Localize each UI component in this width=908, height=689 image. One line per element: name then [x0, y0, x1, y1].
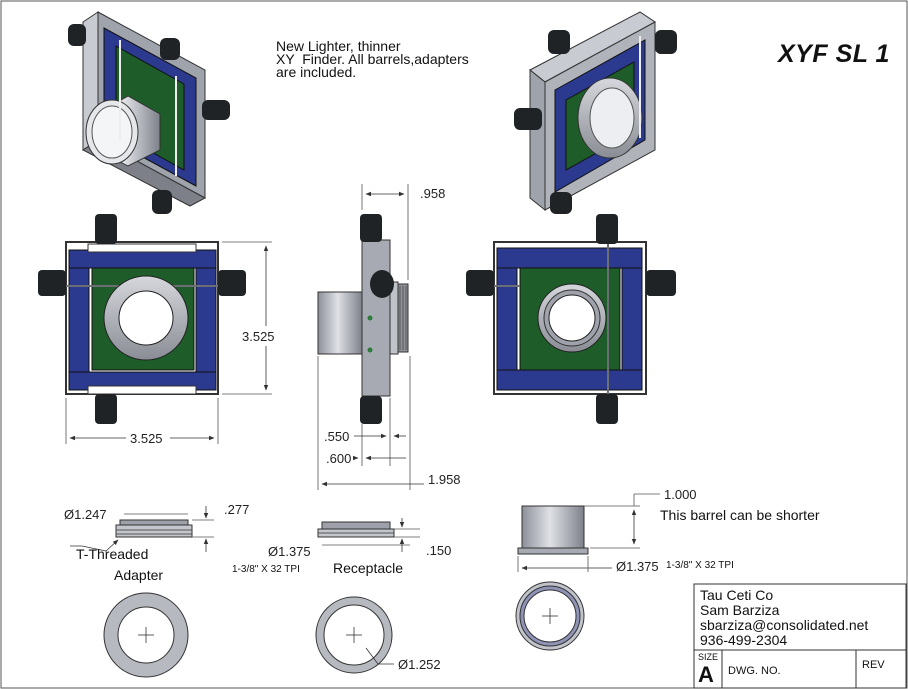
- title-block-phone: 936-499-2304: [700, 632, 788, 648]
- dim-receptacle-dia: Ø1.375: [268, 544, 311, 559]
- title-block-email: sbarziza@consolidated.net: [700, 617, 869, 633]
- knob-icon: [218, 270, 246, 296]
- title-block-size-value: A: [698, 662, 714, 687]
- dim-adapter-dia: Ø1.247: [64, 507, 107, 522]
- dim-barrel-dia: Ø1.375: [616, 559, 659, 574]
- knob-icon: [550, 192, 572, 214]
- title-block-company: Tau Ceti Co: [700, 587, 774, 603]
- dim-front-height: 3.525: [242, 329, 275, 344]
- front-view: [38, 214, 272, 444]
- title-block-frame: [693, 583, 907, 689]
- knob-icon: [360, 214, 382, 242]
- dim-side-top: .958: [420, 186, 446, 201]
- knob-icon: [38, 270, 66, 296]
- title-block-person: Sam Barziza: [700, 602, 780, 618]
- dim-receptacle-thk: .150: [426, 543, 452, 558]
- knob-icon: [596, 214, 618, 244]
- dim-receptacle-bore: Ø1.252: [398, 657, 441, 672]
- knob-icon: [466, 270, 494, 296]
- drawing-note: New Lighter, thinner XY Finder. All barr…: [276, 38, 469, 80]
- adapter-name-line2: Adapter: [114, 567, 164, 583]
- isometric-view-left: [68, 11, 230, 214]
- knob-icon: [95, 214, 117, 244]
- isometric-view-right: [514, 11, 677, 214]
- title-block-dwg-label: DWG. NO.: [728, 665, 781, 677]
- dim-receptacle-thread: 1-3/8" X 32 TPI: [232, 564, 300, 575]
- barrel-part: [515, 493, 660, 651]
- knob-icon: [360, 396, 382, 424]
- dim-adapter-thk: .277: [224, 502, 250, 517]
- adapter-part: [70, 506, 214, 678]
- receptacle-name: Receptacle: [333, 560, 404, 576]
- adapter-name-line1: T-Threaded: [76, 546, 149, 562]
- dim-side-a: .550: [324, 429, 350, 444]
- knob-icon: [646, 270, 676, 296]
- knob-icon: [655, 30, 677, 54]
- rear-view: [466, 214, 676, 424]
- title-block-size-label: SIZE: [698, 652, 719, 662]
- side-view: [317, 184, 424, 490]
- dim-front-width: 3.525: [130, 431, 163, 446]
- knob-icon: [160, 38, 180, 60]
- knob-icon: [548, 30, 570, 54]
- knob-icon: [514, 108, 542, 130]
- dim-barrel-length: 1.000: [664, 487, 697, 502]
- knob-icon: [596, 394, 618, 424]
- knob-icon: [152, 190, 172, 214]
- dim-side-b: .600: [326, 451, 352, 466]
- knob-icon: [68, 24, 86, 46]
- barrel-note: This barrel can be shorter: [660, 507, 820, 523]
- dim-side-total: 1.958: [428, 472, 461, 487]
- knob-icon: [370, 270, 394, 298]
- knob-icon: [202, 100, 230, 120]
- knob-icon: [95, 394, 117, 424]
- dim-barrel-thread: 1-3/8" X 32 TPI: [666, 560, 734, 571]
- drawing-title: XYF SL 1: [778, 40, 890, 68]
- title-block-rev-label: REV: [862, 659, 885, 671]
- receptacle-part: [315, 518, 420, 674]
